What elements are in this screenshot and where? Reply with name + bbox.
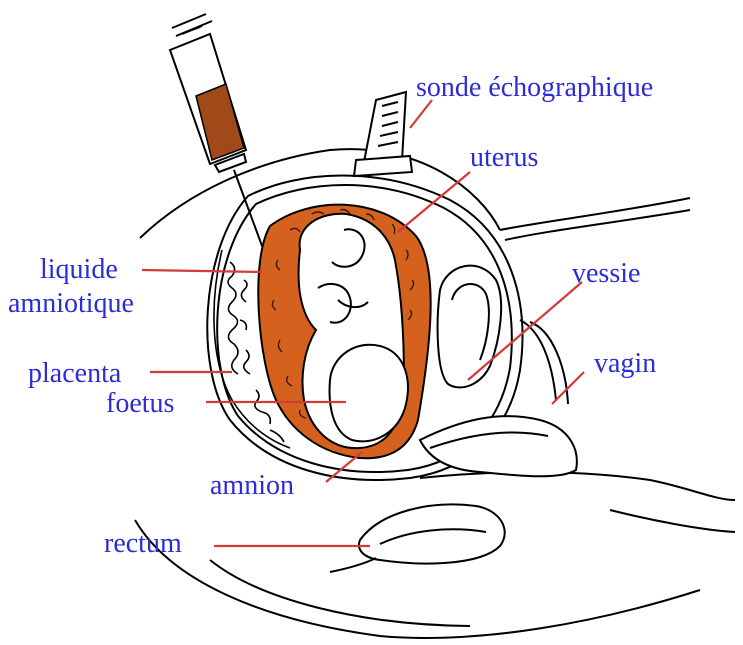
label-sonde: sonde échographique [416,72,653,103]
label-amnion: amnion [210,470,294,501]
body-outline [135,149,735,638]
label-foetus: foetus [106,388,174,419]
label-vagin: vagin [594,348,656,379]
syringe-plunger [172,14,212,36]
ultrasound-probe [354,92,412,176]
label-vessie: vessie [572,258,640,289]
vagina-canal [420,416,577,476]
thigh-contour [420,472,735,500]
label-placenta: placenta [28,358,122,389]
leader-sonde [410,100,432,128]
label-rectum: rectum [104,528,182,559]
syringe-fluid [196,84,244,160]
fetus [299,214,408,448]
rectum-organ [359,504,505,563]
label-liquide-line1: liquide [40,254,118,285]
label-liquide-line2: amniotique [8,288,134,319]
leader-uterus [398,172,470,232]
label-uterus: uterus [470,142,538,173]
leader-liquide [142,270,262,272]
